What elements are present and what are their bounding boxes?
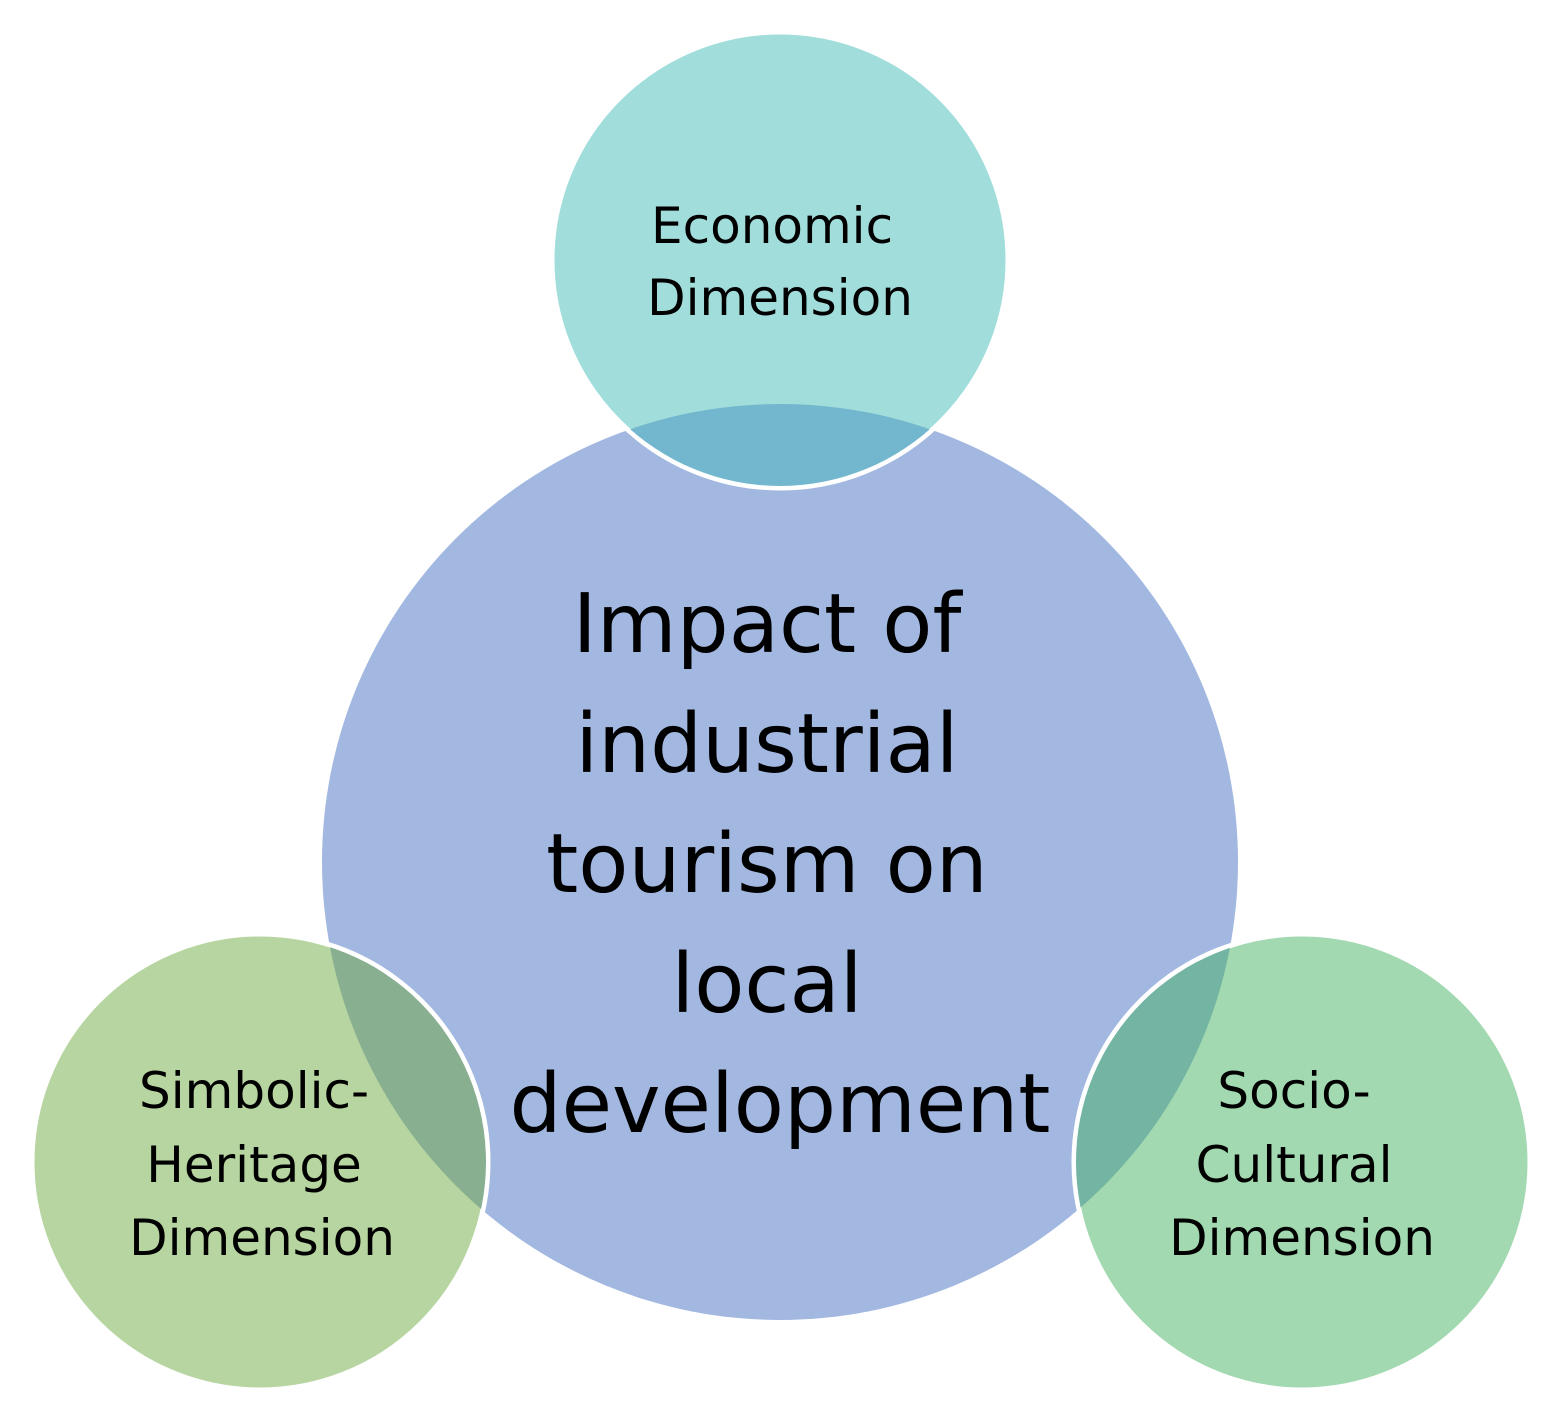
center-label-line: tourism on <box>546 817 988 912</box>
economic-label: Economic Dimension <box>647 197 913 327</box>
economic-label-line: Dimension <box>647 269 913 327</box>
socio-label: Socio- Cultural Dimension <box>1169 1062 1435 1267</box>
center-label-line: Impact of <box>573 577 964 672</box>
symbolic-label: Simbolic- Heritage Dimension <box>129 1062 395 1267</box>
socio-label-line: Dimension <box>1169 1209 1435 1267</box>
symbolic-label-line: Heritage <box>146 1136 362 1194</box>
center-label-line: industrial <box>575 697 958 792</box>
center-circle <box>322 404 1238 1320</box>
symbolic-label-line: Dimension <box>129 1209 395 1267</box>
economic-circle <box>549 29 1011 491</box>
socio-label-line: Socio- <box>1217 1062 1370 1120</box>
symbolic-label-line: Simbolic- <box>139 1062 369 1120</box>
center-label: Impact of industrial tourism on local de… <box>510 577 1051 1152</box>
center-label-line: local <box>671 937 862 1032</box>
socio-label-line: Cultural <box>1196 1136 1393 1194</box>
center-label-line: development <box>510 1057 1051 1152</box>
economic-label-line: Economic <box>651 197 893 255</box>
